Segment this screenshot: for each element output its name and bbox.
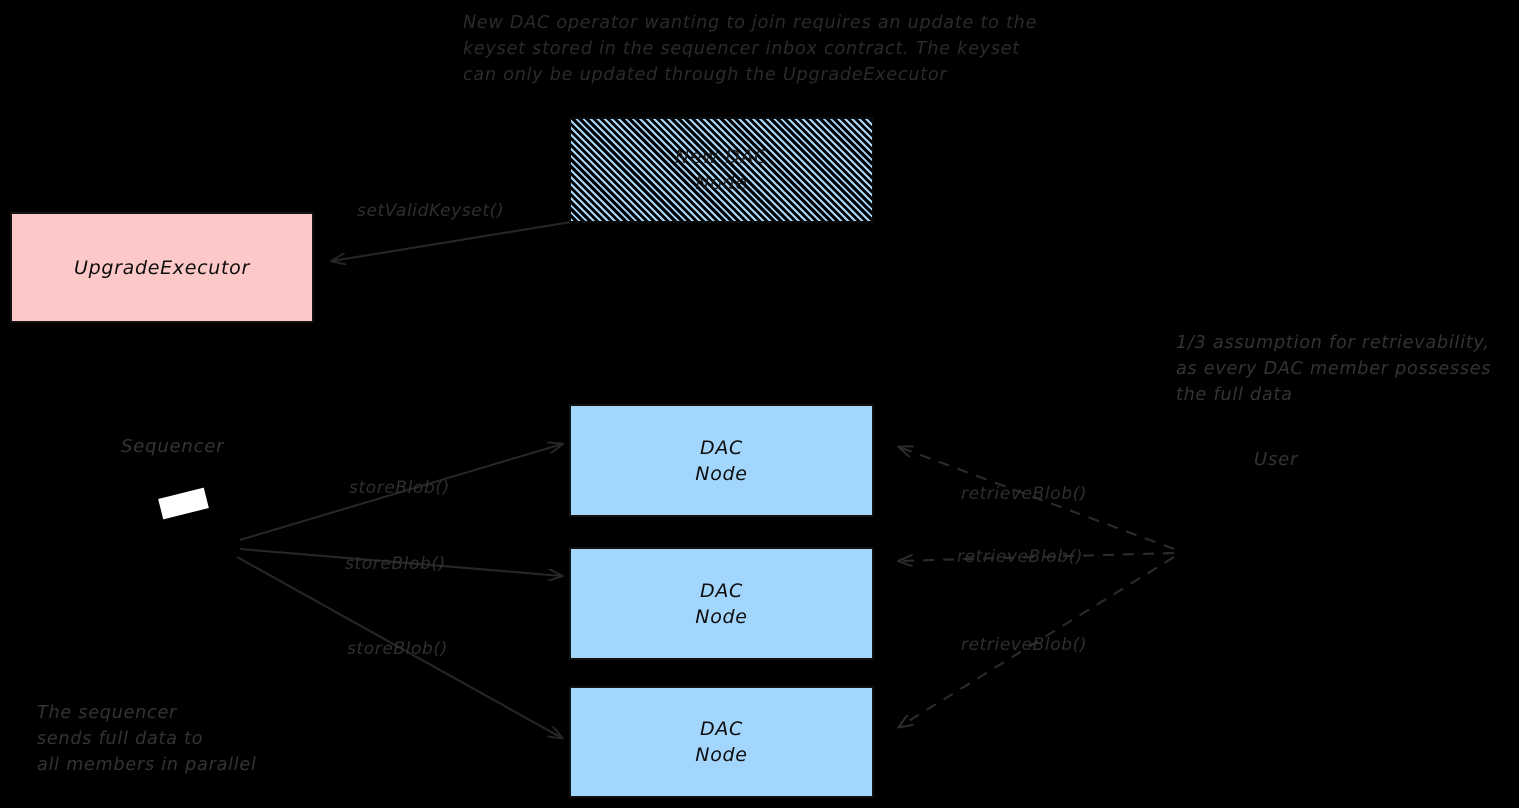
box-dac-node-3-label: DAC Node bbox=[695, 718, 748, 766]
edge-label-store-blob-2: storeBlob() bbox=[345, 554, 446, 574]
actor-label-user: User bbox=[1254, 449, 1299, 470]
box-dac-node-1[interactable]: DAC Node bbox=[569, 404, 874, 517]
box-dac-node-1-label: DAC Node bbox=[695, 436, 748, 485]
edge-label-retrieve-blob-1: retrieveBlob() bbox=[961, 484, 1088, 504]
box-dac-node-3[interactable]: DAC Node bbox=[569, 686, 874, 798]
edge-label-retrieve-blob-3: retrieveBlob() bbox=[961, 635, 1088, 655]
annotation-top-note: New DAC operator wanting to join require… bbox=[463, 13, 1038, 85]
box-dac-node-2-label: DAC Node bbox=[695, 579, 748, 628]
box-dac-node-2[interactable]: DAC Node bbox=[569, 547, 874, 660]
box-new-dac-node[interactable]: New DAC Node bbox=[569, 117, 874, 223]
edge-label-set-valid-keyset: setValidKeyset() bbox=[357, 201, 505, 221]
annotation-bottom-left-note: The sequencer sends full data to all mem… bbox=[37, 703, 257, 775]
annotation-right-note: 1/3 assumption for retrievability, as ev… bbox=[1176, 333, 1492, 405]
box-upgrade-executor-label: UpgradeExecutor bbox=[73, 256, 251, 279]
box-new-dac-node-label: New DAC Node bbox=[674, 146, 769, 194]
edge-label-store-blob-1: storeBlob() bbox=[349, 478, 450, 498]
sequencer-glyph-icon bbox=[158, 487, 209, 520]
box-upgrade-executor[interactable]: UpgradeExecutor bbox=[10, 212, 314, 323]
edge-label-store-blob-3: storeBlob() bbox=[347, 639, 448, 659]
actor-label-sequencer: Sequencer bbox=[121, 436, 225, 457]
connector-set-valid-keyset bbox=[332, 220, 572, 261]
edge-label-retrieve-blob-2: retrieveBlob() bbox=[957, 547, 1084, 567]
